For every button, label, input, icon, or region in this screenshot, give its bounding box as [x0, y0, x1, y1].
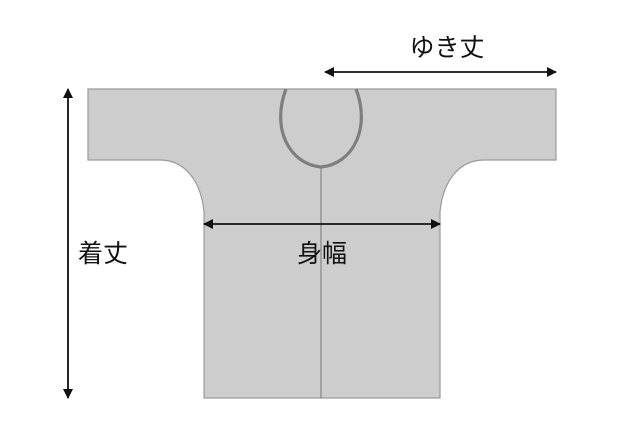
garment-length-label: 着丈 — [78, 239, 128, 268]
garment-silhouette — [87, 88, 557, 399]
body-width-label: 身幅 — [297, 239, 347, 268]
sleeve-length-label: ゆき丈 — [409, 33, 484, 62]
collar-neckline — [279, 88, 363, 169]
